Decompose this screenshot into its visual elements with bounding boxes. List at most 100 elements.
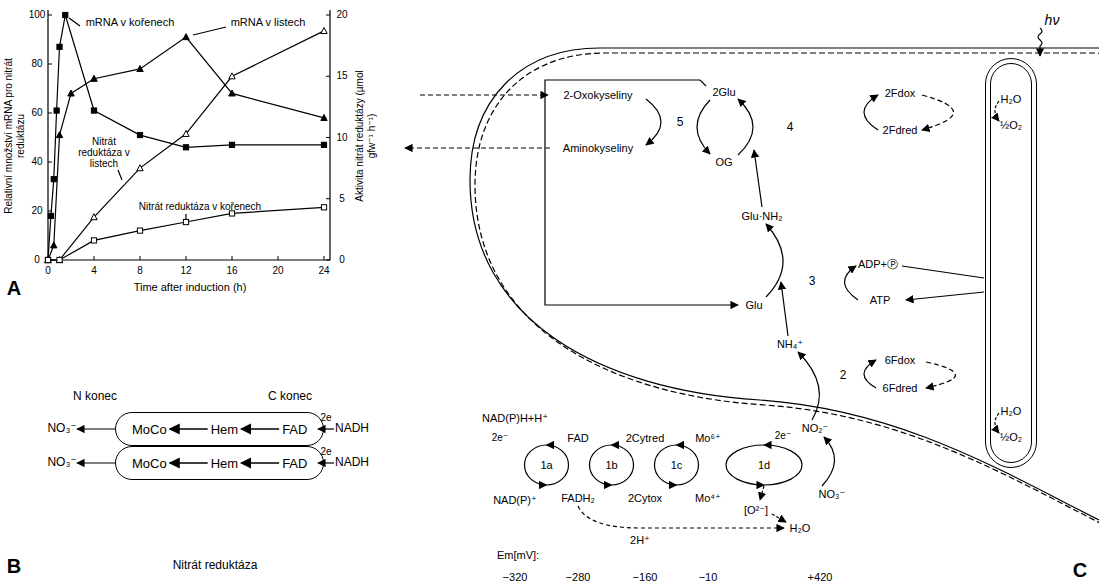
text-label: 20 bbox=[31, 205, 42, 217]
text-label: 2Fdred bbox=[883, 124, 918, 137]
import-arrow bbox=[420, 94, 548, 95]
text-label: 100 bbox=[29, 9, 46, 21]
reaction-arc bbox=[864, 360, 876, 388]
text-label: 2 bbox=[840, 369, 847, 383]
enzyme-subunit: MoCoHemFAD bbox=[115, 412, 324, 446]
cofactor-label: ½O₂ bbox=[1000, 119, 1022, 131]
thylakoid: H₂O½O₂H₂O½O₂ bbox=[985, 58, 1037, 468]
text-label: NO₃⁻ bbox=[47, 422, 76, 436]
electron-arrow bbox=[77, 462, 115, 463]
cofactor-label: ½O₂ bbox=[1000, 431, 1022, 443]
text-label: 2e bbox=[320, 446, 331, 458]
text-label: −10 bbox=[699, 571, 718, 584]
text-label: Mo⁴⁺ bbox=[695, 492, 721, 505]
text-label: Glu bbox=[745, 299, 762, 312]
data-point bbox=[137, 132, 142, 137]
atp-line bbox=[902, 266, 984, 278]
electron-flow-arrow bbox=[170, 462, 208, 464]
data-point bbox=[45, 257, 51, 263]
text-label: NO₃⁻ bbox=[819, 488, 846, 501]
text-label: 2Cytred bbox=[626, 432, 665, 445]
data-point bbox=[91, 214, 97, 220]
text-label: 2Fdox bbox=[885, 87, 916, 100]
data-line bbox=[48, 31, 324, 260]
data-point bbox=[45, 257, 50, 262]
data-point bbox=[57, 257, 62, 262]
text-label: hν bbox=[1045, 12, 1060, 28]
cofactor-label: Hem bbox=[211, 456, 238, 471]
text-label: 1b bbox=[605, 459, 617, 472]
text-label: ADP+Ⓟ bbox=[858, 258, 898, 271]
data-point bbox=[91, 75, 97, 81]
reaction-arc bbox=[844, 266, 858, 300]
panel-letter: C bbox=[1073, 559, 1087, 582]
axis-tick bbox=[94, 256, 95, 260]
atp-line bbox=[906, 292, 984, 300]
leader-line bbox=[185, 214, 186, 219]
data-point bbox=[321, 115, 327, 121]
axis-tick bbox=[48, 162, 52, 163]
cofactor-label: FAD bbox=[282, 422, 307, 437]
cofactor-label: Hem bbox=[211, 422, 238, 437]
reaction-arc bbox=[798, 352, 819, 420]
light-reduction-arc bbox=[922, 95, 954, 130]
text-label: 24 bbox=[318, 265, 329, 277]
text-label: 20 bbox=[336, 9, 347, 21]
data-point bbox=[321, 28, 327, 34]
data-point bbox=[45, 257, 51, 263]
light-reduction-arc bbox=[926, 362, 956, 388]
text-label: −280 bbox=[566, 571, 591, 584]
data-point bbox=[183, 145, 188, 150]
data-point bbox=[183, 130, 189, 136]
text-label: 15 bbox=[336, 70, 347, 82]
data-point bbox=[56, 257, 62, 263]
data-point bbox=[51, 242, 57, 248]
text-label: 3 bbox=[809, 275, 816, 289]
text-label: 1c bbox=[671, 459, 683, 472]
data-point bbox=[183, 34, 189, 40]
text-label: H₂O bbox=[790, 522, 811, 535]
chart-axes bbox=[48, 10, 330, 260]
electron-arrow bbox=[77, 428, 115, 429]
text-label: 6Fdred bbox=[883, 382, 918, 395]
text-label: 12 bbox=[180, 265, 191, 277]
light-arrow bbox=[1038, 28, 1042, 56]
data-point bbox=[229, 90, 235, 96]
data-point bbox=[321, 205, 326, 210]
electron-arrow bbox=[318, 428, 334, 429]
data-point bbox=[48, 213, 53, 218]
text-label: N konec bbox=[73, 390, 117, 404]
text-label: NH₄⁺ bbox=[777, 338, 803, 351]
text-label: FAD bbox=[567, 432, 588, 445]
text-label: 10 bbox=[336, 132, 347, 144]
axis-tick bbox=[278, 256, 279, 260]
text-label: Mo⁶⁺ bbox=[695, 432, 721, 445]
leader-line bbox=[118, 170, 122, 180]
text-label: 4 bbox=[91, 265, 97, 277]
panel-letter: A bbox=[7, 277, 21, 300]
text-label: 2H⁺ bbox=[630, 534, 650, 547]
electron-flow-arrow bbox=[241, 462, 279, 464]
text-label: 0 bbox=[45, 265, 51, 277]
text-label: Nitrát reduktáza v listech bbox=[73, 136, 135, 169]
reaction-arrow bbox=[781, 282, 788, 336]
reaction-arc bbox=[697, 100, 710, 154]
data-point bbox=[91, 238, 96, 243]
text-label: 2e bbox=[320, 412, 331, 424]
water-splitting-arc bbox=[995, 101, 999, 121]
text-label: C konec bbox=[268, 390, 312, 404]
data-point bbox=[57, 44, 62, 49]
text-label: 16 bbox=[226, 265, 237, 277]
text-label: 2Glu bbox=[712, 86, 735, 99]
reaction-arc bbox=[766, 224, 783, 297]
text-label: 5 bbox=[677, 116, 684, 130]
axis-tick bbox=[48, 15, 52, 16]
data-line bbox=[48, 37, 324, 260]
data-line bbox=[48, 15, 324, 260]
text-label: 5 bbox=[339, 193, 345, 205]
oxygen-arrow bbox=[760, 486, 764, 500]
data-point bbox=[45, 257, 50, 262]
text-label: mRNA v kořenech bbox=[86, 16, 175, 29]
text-label: NAD(P)H+H⁺ bbox=[482, 412, 548, 425]
